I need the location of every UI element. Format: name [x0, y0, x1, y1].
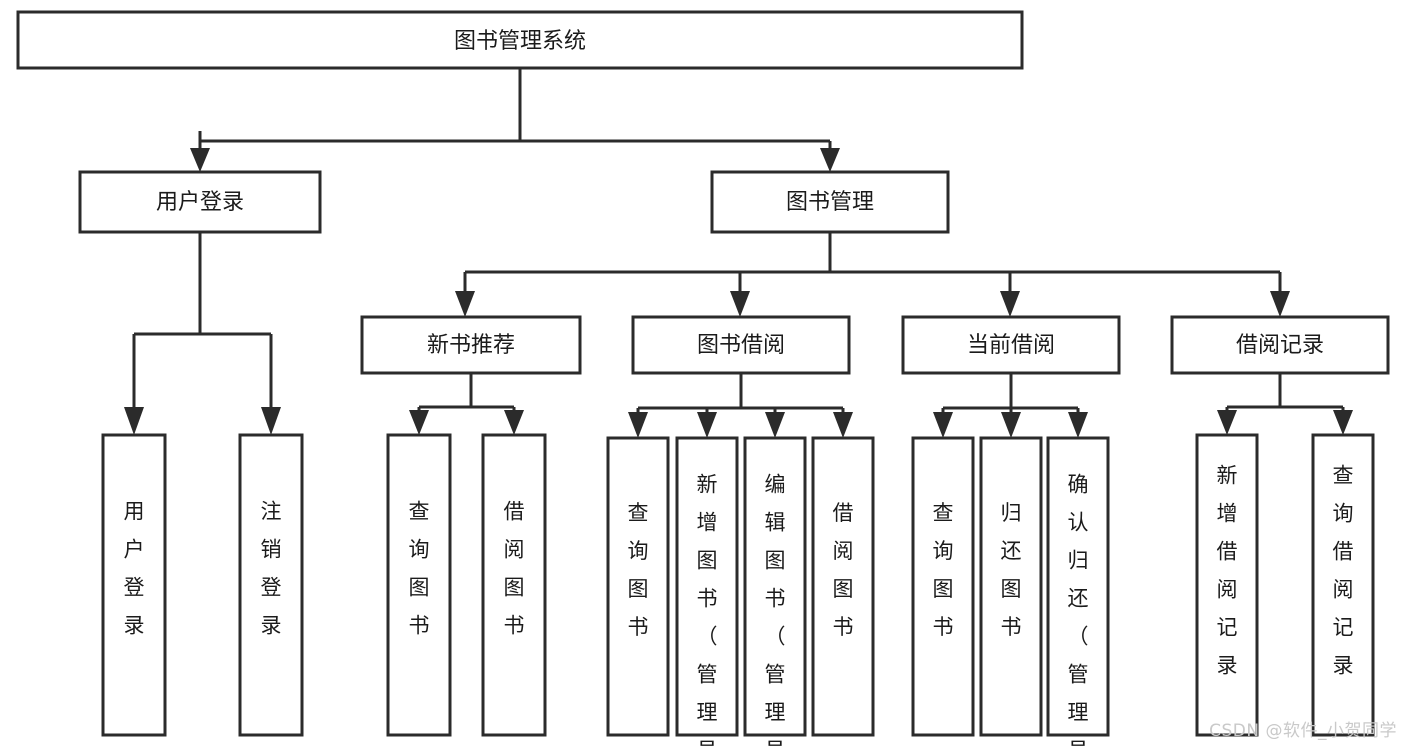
- leaf-add-record-box[interactable]: [1195, 433, 1259, 737]
- leaf-add-book[interactable]: 新增图书（管理员）: [675, 436, 739, 747]
- leaf-query-book-2-label: 查询图书: [628, 501, 649, 639]
- connectors-root-to-level2: [190, 68, 840, 172]
- leaf-query-book-1-box[interactable]: [386, 433, 452, 737]
- leaf-node-layer: 用户登录 注销登录 查询图书 借阅图书 查询图书 新增图书（管理员） 编辑图书（管理员） 借阅…: [101, 433, 1375, 747]
- node-new-book-recommend-box[interactable]: [360, 315, 582, 375]
- leaf-user-login[interactable]: 用户登录: [101, 433, 167, 737]
- node-root-label: 图书管理系统: [454, 29, 586, 54]
- arrow-head-leaf-user-login: [124, 407, 144, 435]
- leaf-query-book-3-label: 查询图书: [933, 501, 954, 639]
- connectors-borrow-record-to-leaves: [1217, 373, 1353, 435]
- arrow-head-leaf-query-record: [1333, 410, 1353, 435]
- leaf-query-record-box[interactable]: [1311, 433, 1375, 737]
- leaf-borrow-book-1-label: 借阅图书: [504, 500, 525, 638]
- node-user-login[interactable]: 用户登录: [78, 170, 322, 234]
- leaf-add-book-box[interactable]: [675, 436, 739, 737]
- connectors-user-login-to-leaves: [124, 232, 281, 435]
- node-root[interactable]: 图书管理系统: [16, 10, 1024, 70]
- leaf-return-book[interactable]: 归还图书: [979, 436, 1043, 737]
- arrow-head-leaf-confirm-return: [1068, 412, 1088, 438]
- node-borrow-record-label: 借阅记录: [1236, 333, 1324, 358]
- node-borrow-record-box[interactable]: [1170, 315, 1390, 375]
- arrow-head-leaf-logout: [261, 407, 281, 435]
- leaf-query-book-2[interactable]: 查询图书: [606, 436, 670, 737]
- connectors-book-borrow-to-leaves: [628, 373, 853, 438]
- leaf-return-book-box[interactable]: [979, 436, 1043, 737]
- node-book-borrow[interactable]: 图书借阅: [631, 315, 851, 375]
- leaf-query-record[interactable]: 查询借阅记录: [1311, 433, 1375, 737]
- leaf-edit-book[interactable]: 编辑图书（管理员）: [743, 436, 807, 747]
- connectors-current-borrow-to-leaves: [933, 373, 1088, 438]
- arrow-head-current-borrow: [1000, 291, 1020, 317]
- connectors-book-manage-to-level3: [455, 232, 1290, 317]
- node-book-borrow-label: 图书借阅: [697, 333, 785, 358]
- leaf-query-book-3[interactable]: 查询图书: [911, 436, 975, 737]
- leaf-query-book-2-box[interactable]: [606, 436, 670, 737]
- arrow-head-leaf-add-record: [1217, 410, 1237, 435]
- arrow-head-book-manage: [820, 148, 840, 172]
- leaf-borrow-book-1-box[interactable]: [481, 433, 547, 737]
- leaf-confirm-return-box[interactable]: [1046, 436, 1110, 737]
- arrow-head-leaf-query-book-1: [409, 410, 429, 435]
- leaf-borrow-book-2[interactable]: 借阅图书: [811, 436, 875, 737]
- node-root-box[interactable]: [16, 10, 1024, 70]
- arrow-head-leaf-borrow-book-1: [504, 410, 524, 435]
- leaf-edit-book-box[interactable]: [743, 436, 807, 737]
- leaf-query-book-1[interactable]: 查询图书: [386, 433, 452, 737]
- node-current-borrow-label: 当前借阅: [967, 333, 1055, 358]
- leaf-query-book-3-box[interactable]: [911, 436, 975, 737]
- node-user-login-label: 用户登录: [156, 190, 244, 215]
- arrow-head-new-book-rec: [455, 291, 475, 317]
- leaf-confirm-return-label: 确认归还（管理员）: [1068, 473, 1089, 747]
- leaf-edit-book-label: 编辑图书（管理员）: [765, 473, 786, 747]
- node-current-borrow-box[interactable]: [901, 315, 1121, 375]
- leaf-logout-label: 注销登录: [261, 500, 282, 638]
- leaf-add-record-label: 新增借阅记录: [1217, 464, 1238, 678]
- arrow-head-user-login: [190, 148, 210, 172]
- arrow-head-leaf-return-book: [1001, 412, 1021, 438]
- leaf-add-book-label: 新增图书（管理员）: [697, 473, 718, 747]
- arrow-head-leaf-query-book-3: [933, 412, 953, 438]
- arrow-head-borrow-record: [1270, 291, 1290, 317]
- leaf-borrow-book-2-label: 借阅图书: [833, 501, 854, 639]
- arrow-head-leaf-borrow-book-2: [833, 412, 853, 438]
- arrow-head-book-borrow: [730, 291, 750, 317]
- leaf-query-book-1-label: 查询图书: [409, 500, 430, 638]
- node-current-borrow[interactable]: 当前借阅: [901, 315, 1121, 375]
- arrow-head-leaf-edit-book: [765, 412, 785, 438]
- leaf-confirm-return[interactable]: 确认归还（管理员）: [1046, 436, 1110, 747]
- leaf-user-login-label: 用户登录: [124, 500, 145, 638]
- node-new-book-recommend[interactable]: 新书推荐: [360, 315, 582, 375]
- leaf-add-record[interactable]: 新增借阅记录: [1195, 433, 1259, 737]
- node-new-book-recommend-label: 新书推荐: [427, 333, 515, 358]
- node-book-borrow-box[interactable]: [631, 315, 851, 375]
- leaf-borrow-book-2-box[interactable]: [811, 436, 875, 737]
- arrow-head-leaf-query-book-2: [628, 412, 648, 438]
- leaf-query-record-label: 查询借阅记录: [1333, 464, 1354, 678]
- leaf-user-login-box[interactable]: [101, 433, 167, 737]
- leaf-borrow-book-1[interactable]: 借阅图书: [481, 433, 547, 737]
- node-borrow-record[interactable]: 借阅记录: [1170, 315, 1390, 375]
- node-user-login-box[interactable]: [78, 170, 322, 234]
- arrow-head-leaf-add-book: [697, 412, 717, 438]
- node-book-manage-label: 图书管理: [786, 190, 874, 215]
- connectors-new-book-rec-to-leaves: [409, 373, 524, 435]
- node-book-manage-box[interactable]: [710, 170, 950, 234]
- node-book-manage[interactable]: 图书管理: [710, 170, 950, 234]
- leaf-return-book-label: 归还图书: [1001, 501, 1022, 639]
- leaf-logout[interactable]: 注销登录: [238, 433, 304, 737]
- leaf-logout-box[interactable]: [238, 433, 304, 737]
